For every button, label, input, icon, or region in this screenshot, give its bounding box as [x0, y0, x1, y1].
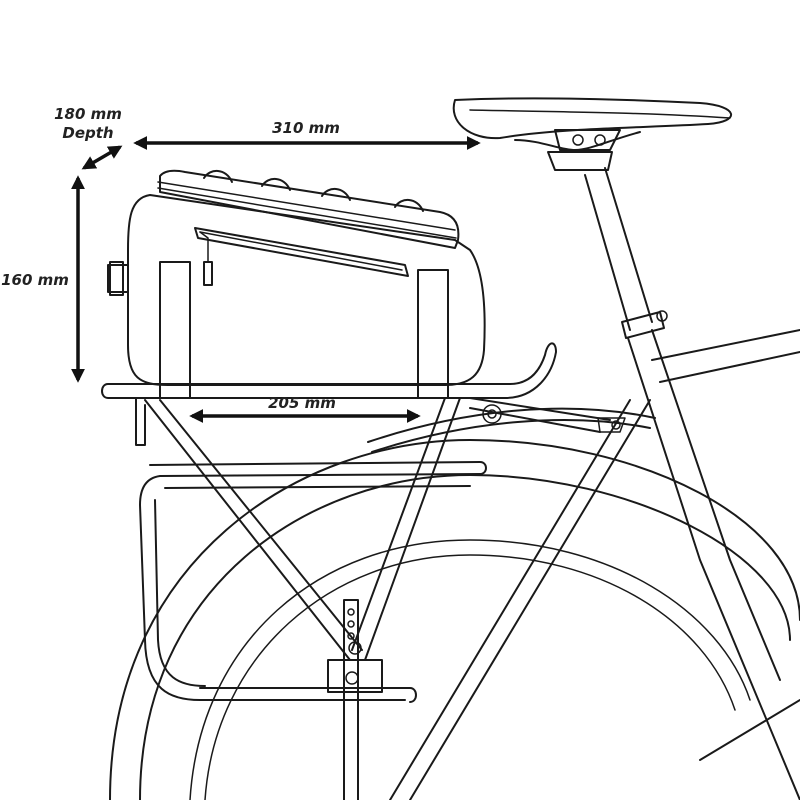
saddle: [452, 97, 732, 171]
rear-rack: [101, 342, 611, 800]
base-label: 205 mm: [268, 394, 336, 412]
bicycle-frame: [389, 167, 800, 800]
fender: [367, 407, 656, 453]
depth-value-label: 180 mm: [54, 105, 122, 123]
dimension-labels: 180 mm Depth 310 mm 160 mm 205 mm: [1, 105, 340, 412]
depth-caption-label: Depth: [62, 124, 113, 142]
depth-arrow: [81, 145, 123, 170]
height-label: 160 mm: [1, 271, 69, 289]
dimension-arrows: [71, 136, 481, 423]
rear-wheel: [109, 439, 800, 800]
width-label: 310 mm: [272, 119, 340, 137]
rack-bag: [107, 169, 486, 399]
